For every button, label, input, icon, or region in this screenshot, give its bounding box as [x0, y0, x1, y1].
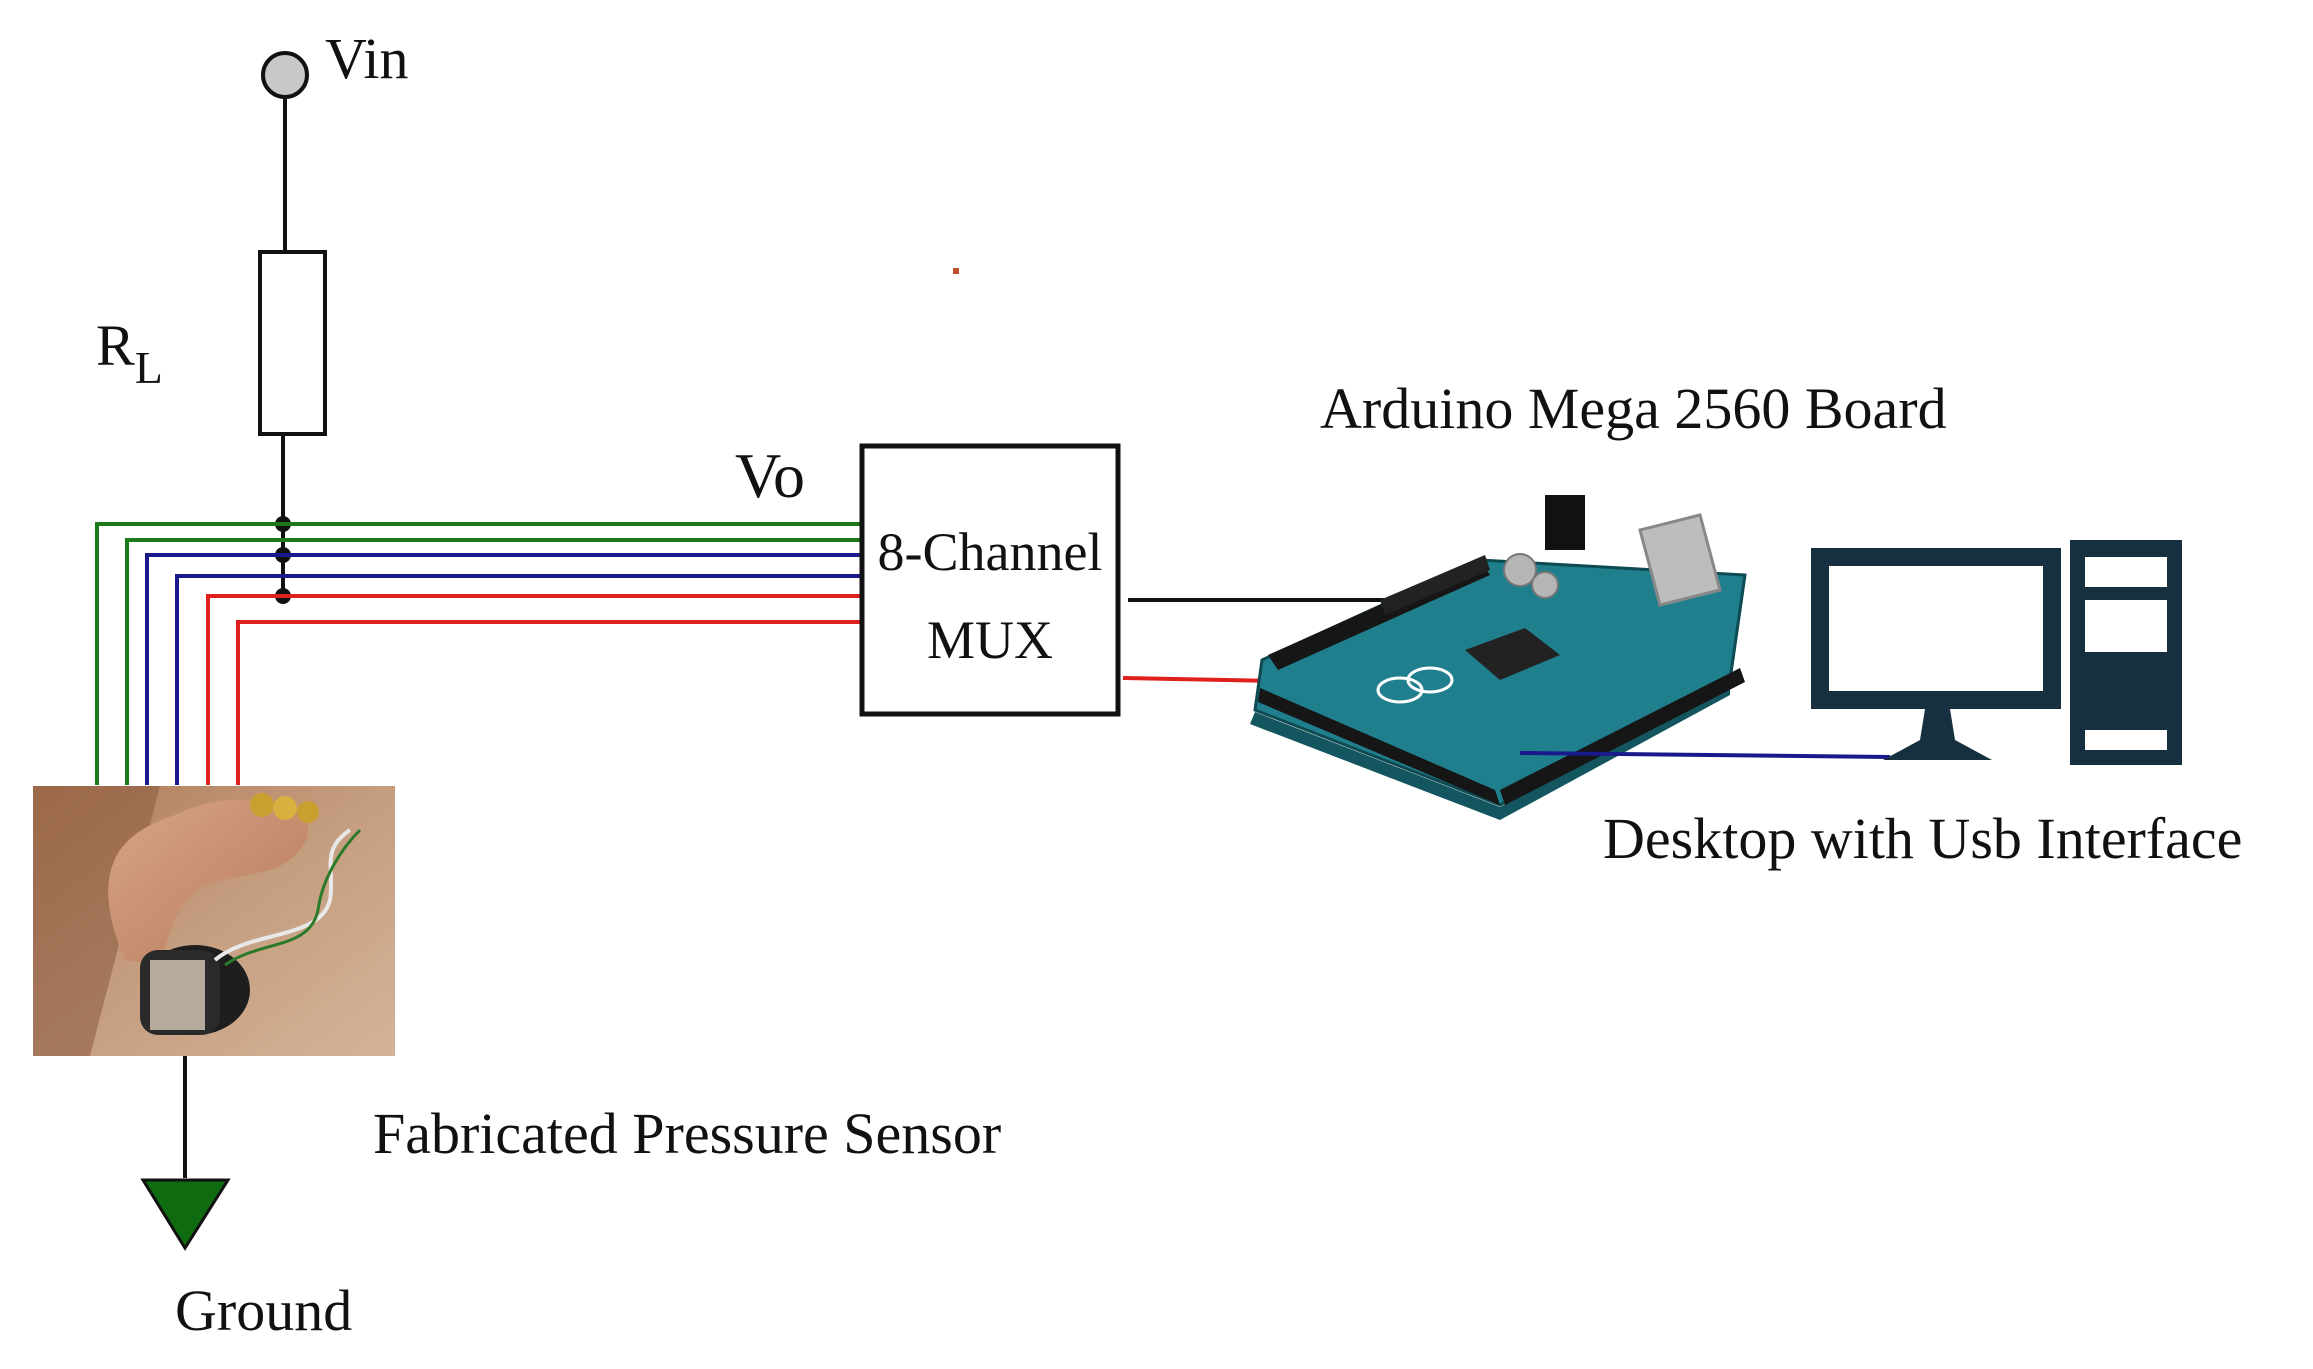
- supply-terminal-icon: [261, 51, 309, 99]
- mux-label-line1: 8-Channel: [878, 522, 1103, 582]
- wire-green-2: [125, 538, 862, 785]
- mux-box: [859, 443, 1121, 717]
- vin-label: Vin: [325, 26, 409, 91]
- arduino-label: Arduino Mega 2560 Board: [1320, 376, 1947, 441]
- rl-label-subscript: L: [135, 342, 163, 393]
- usb-cable: [1519, 751, 1891, 759]
- rl-label-main: R: [96, 313, 135, 378]
- wire-red-1: [206, 594, 862, 785]
- resistor-icon: [258, 250, 327, 436]
- desktop-computer-icon: [1811, 540, 2182, 765]
- arduino-board-icon: [1250, 495, 1747, 820]
- sensor-wire-bundle: [95, 522, 862, 785]
- wire-blue-2: [175, 574, 862, 785]
- sensor-label: Fabricated Pressure Sensor: [373, 1101, 1001, 1166]
- stray-mark: [953, 268, 959, 274]
- ground-symbol-icon: [140, 1178, 231, 1251]
- ground-label: Ground: [175, 1278, 352, 1343]
- mux-to-board-red-wire: [1122, 676, 1276, 683]
- desktop-label: Desktop with Usb Interface: [1603, 806, 2242, 871]
- vo-label: Vo: [735, 440, 805, 511]
- wire-blue-1: [145, 553, 862, 785]
- wire-green-1: [95, 522, 862, 785]
- rl-label: RL: [96, 313, 163, 393]
- mux-label-line2: MUX: [927, 610, 1053, 670]
- pressure-sensor-photo: [33, 786, 395, 1056]
- wire-red-2: [236, 620, 862, 785]
